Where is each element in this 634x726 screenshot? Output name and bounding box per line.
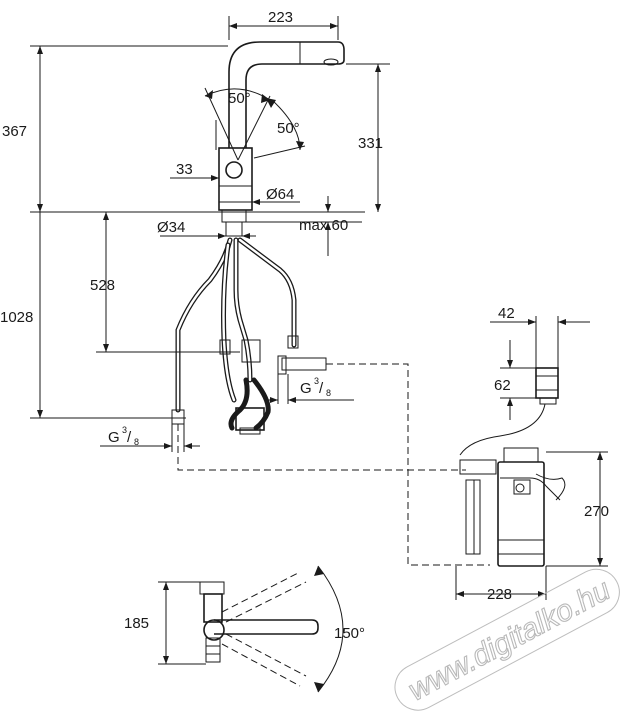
- faucet-side-view: [204, 41, 345, 237]
- dim-below-counter: 528: [90, 277, 115, 294]
- water-lines: [177, 363, 490, 566]
- dim-swivel-angle: 150°: [334, 625, 365, 642]
- hoses: [171, 237, 327, 435]
- thread-label-left: G 3 / 8: [108, 425, 139, 447]
- dimension-lines: [30, 16, 608, 665]
- dim-filter-height: 270: [584, 503, 609, 520]
- dim-hole-diameter: Ø34: [157, 219, 185, 236]
- filter-head-detail: [459, 367, 559, 456]
- thread-slash-right: /: [319, 380, 324, 397]
- dim-angle-handle: 50°: [277, 120, 300, 137]
- filter-unit: [459, 447, 566, 567]
- dim-hose-length: 1028: [0, 309, 33, 326]
- dim-spout-reach: 223: [268, 9, 293, 26]
- dim-plan-depth: 185: [124, 615, 149, 632]
- thread-denominator-left: 8: [134, 437, 139, 447]
- thread-slash-left: /: [127, 429, 132, 446]
- dim-base-diameter: Ø64: [266, 186, 294, 203]
- dim-handle-offset: 33: [176, 161, 193, 178]
- thread-letter-right: G: [300, 380, 312, 397]
- thread-numerator-left: 3: [122, 425, 127, 435]
- dim-filter-width: 228: [487, 586, 512, 603]
- thread-letter-left: G: [108, 429, 120, 446]
- dim-angle-spout: 50°: [228, 90, 251, 107]
- dim-filter-head: 62: [494, 377, 511, 394]
- dim-max-thickness: max.60: [299, 217, 348, 234]
- thread-label-right: G 3 / 8: [300, 376, 331, 398]
- watermark: www.digitalko.hu: [394, 568, 620, 711]
- thread-denominator-right: 8: [326, 388, 331, 398]
- thread-numerator-right: 3: [314, 376, 319, 386]
- dim-height-total: 367: [2, 123, 27, 140]
- dim-filter-depth: 42: [498, 305, 515, 322]
- faucet-top-view: [199, 565, 344, 693]
- dim-height-outlet: 331: [358, 135, 383, 152]
